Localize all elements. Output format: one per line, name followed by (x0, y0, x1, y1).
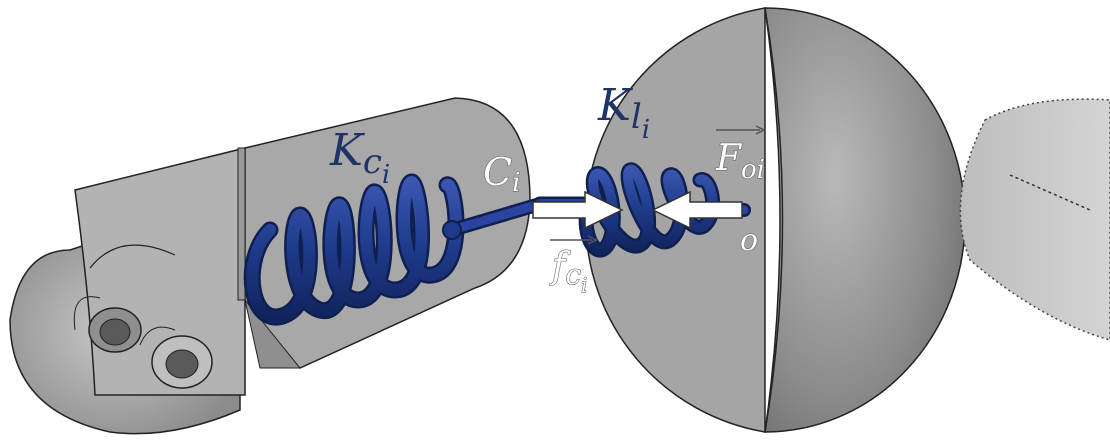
label-fci: fci (549, 246, 587, 297)
vector-bar-fci (550, 236, 596, 244)
left-joint (10, 148, 245, 434)
right-finger (960, 99, 1110, 340)
label-o: o (740, 223, 758, 258)
